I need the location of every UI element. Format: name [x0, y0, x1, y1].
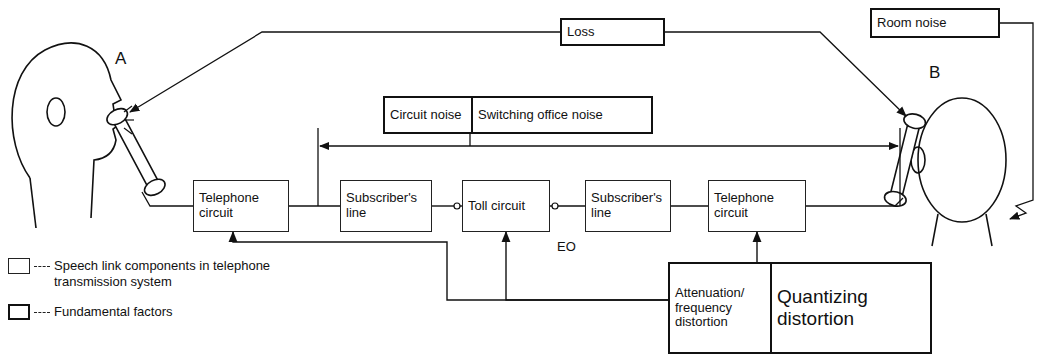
legend-dash [34, 266, 50, 267]
component-box: Subscriber's line [585, 180, 671, 232]
handset-cord [806, 198, 903, 206]
node-text: Toll circuit [468, 199, 544, 214]
arrow-connector [233, 232, 668, 300]
junction-circle [454, 203, 460, 209]
component-box: Subscriber's line [340, 180, 432, 232]
factor-box: Loss [560, 18, 665, 46]
handset-cord [142, 192, 193, 206]
legend-text: Speech link components in telephone tran… [54, 258, 299, 289]
arrow-connector [506, 232, 668, 300]
office-label: EO [556, 240, 577, 254]
node-text: Switching office noise [478, 108, 646, 123]
junction-circle [552, 203, 558, 209]
factor-box: Quantizing distortion [770, 262, 932, 354]
node-text: Quantizing distortion [777, 286, 925, 330]
node-text: Telephone circuit [199, 191, 283, 221]
arrow-connector [756, 232, 757, 262]
legend-row: Fundamental factors [8, 304, 299, 320]
node-text: Loss [567, 25, 658, 40]
speaker-handset [104, 105, 168, 198]
component-box: Toll circuit [462, 180, 550, 232]
legend-text: Fundamental factors [54, 304, 299, 320]
factor-box: Room noise [870, 8, 1000, 38]
loss-leader [665, 32, 906, 116]
listener-handset [883, 112, 927, 209]
node-text: Subscriber's line [346, 191, 426, 221]
factor-box: Circuit noise [383, 96, 473, 134]
node-text: Telephone circuit [714, 191, 800, 221]
legend-row: Speech link components in telephone tran… [8, 258, 299, 289]
node-text: Attenuation/ frequency distortion [675, 286, 765, 331]
legend-swatch [8, 258, 30, 274]
node-text: Room noise [877, 16, 993, 31]
component-box: Telephone circuit [708, 180, 806, 232]
node-text: Subscriber's line [591, 191, 665, 221]
room-noise-leader [1000, 23, 1033, 219]
link-line [671, 205, 708, 206]
person-label: A [114, 50, 127, 69]
factor-box: Switching office noise [471, 96, 653, 134]
factor-box: Attenuation/ frequency distortion [668, 262, 772, 354]
speaker-head [12, 43, 121, 228]
link-line [289, 205, 340, 206]
legend-swatch [8, 304, 30, 320]
person-label: B [928, 64, 941, 83]
legend-dash [34, 312, 50, 313]
node-text: Circuit noise [390, 108, 466, 123]
component-box: Telephone circuit [193, 180, 289, 232]
